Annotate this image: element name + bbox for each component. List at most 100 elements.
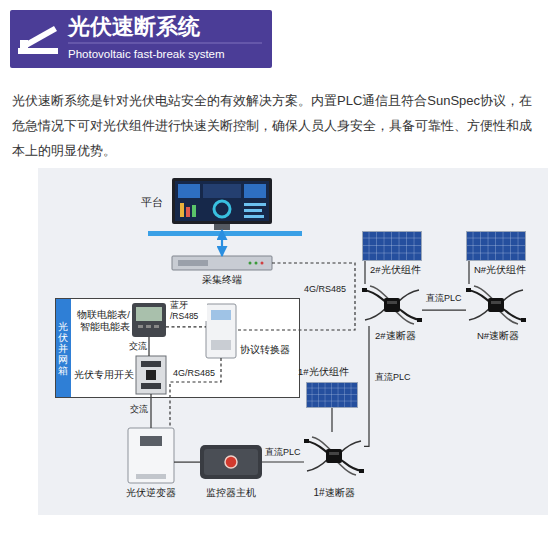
device-node: 平台 — [172, 178, 272, 230]
connector-label: 蓝牙 /RS485 — [169, 300, 207, 321]
screen-bar — [192, 205, 196, 217]
meter-key — [138, 325, 143, 328]
header-divider — [68, 43, 262, 44]
device-node: 采集终端 — [172, 256, 272, 270]
shutdown-device — [466, 286, 526, 324]
inverter-terminal — [136, 474, 166, 479]
intro-paragraph: 光伏速断系统是针对光伏电站安全的有效解决方案。内置PLC通信且符合SunSpec… — [12, 88, 542, 163]
meter-body — [132, 303, 166, 337]
node-label: 采集终端 — [162, 274, 282, 287]
screen-bar — [180, 203, 184, 217]
screen-line — [244, 203, 266, 206]
wire — [468, 261, 469, 284]
subtitle: Photovoltaic fast-break system — [68, 47, 225, 61]
title: 光伏速断系统 — [68, 13, 200, 41]
device-node: 1#速断器 — [304, 432, 364, 480]
wire — [422, 309, 466, 310]
device-node: 物联电能表/ 智能电能表 — [132, 303, 166, 337]
device-node: N#光伏组件 — [466, 231, 526, 261]
device-node: 协议转换器 — [206, 304, 236, 358]
solar-module — [363, 232, 422, 261]
terminal-led — [249, 262, 252, 265]
device-node: 2#光伏组件 — [362, 231, 422, 261]
wire — [148, 337, 149, 356]
meter-key — [146, 325, 151, 328]
shutdown-device — [362, 286, 422, 324]
node-label: 1#速断器 — [294, 487, 374, 500]
terminal-device — [172, 256, 272, 270]
header-banner — [10, 10, 272, 68]
connector-label: 直流PLC — [374, 372, 412, 383]
node-label: N#光伏组件 — [474, 264, 540, 276]
device-node: 监控器主机 — [200, 445, 262, 479]
box-strip — [55, 298, 71, 398]
terminal-panel — [178, 260, 208, 266]
node-label: N#速断器 — [477, 330, 535, 342]
node-label: 物联电能表/ 智能电能表 — [66, 309, 130, 333]
breaker-body — [136, 356, 166, 394]
signal-line — [166, 326, 206, 327]
wire — [174, 462, 200, 463]
breaker-terminal — [141, 361, 161, 367]
wire — [364, 326, 369, 446]
meter-key — [154, 325, 159, 328]
device-node: 光伏逆变器 — [128, 428, 174, 483]
converter-screen — [211, 310, 231, 320]
solar-module — [467, 232, 526, 261]
wire — [221, 230, 223, 256]
host-button — [225, 456, 237, 468]
monitor-screen — [175, 181, 269, 221]
device-node: N#速断器 — [466, 284, 526, 326]
converter-body — [206, 304, 236, 358]
monitor-frame — [172, 178, 272, 224]
screen-gauge — [214, 201, 230, 217]
device-node: 1#光伏组件 — [306, 382, 358, 408]
shutdown-device — [304, 437, 364, 475]
connector-label: 交流 — [129, 404, 149, 415]
wire — [364, 261, 365, 284]
device-node: 光伏专用开关 — [136, 356, 166, 394]
screen-panel — [244, 184, 266, 198]
inverter-body — [128, 428, 174, 483]
connector-label: 4G/RS485 — [172, 368, 216, 379]
terminal-led — [261, 262, 264, 265]
breaker-terminal — [141, 383, 161, 389]
signal-line — [236, 263, 355, 330]
node-label: 监控器主机 — [191, 487, 271, 500]
solar-module — [306, 382, 357, 407]
node-label: 协议转换器 — [240, 344, 298, 356]
screen-line — [244, 209, 262, 212]
node-label: 光伏专用开关 — [72, 369, 134, 381]
screen-bar — [186, 207, 190, 217]
host-body — [200, 445, 262, 479]
screen-panel — [203, 184, 241, 198]
node-label: 2#光伏组件 — [370, 264, 436, 276]
device-node: 2#速断器 — [362, 284, 422, 326]
connector-label: 直流PLC — [425, 293, 463, 304]
node-label: 1#光伏组件 — [298, 366, 364, 378]
monitor-stand — [214, 224, 230, 230]
node-label: 2#速断器 — [375, 330, 433, 342]
connector-label: 直流PLC — [264, 447, 302, 458]
node-label: 光伏逆变器 — [111, 487, 191, 500]
screen-panel — [178, 184, 200, 198]
host-lid — [204, 449, 258, 475]
node-label: 平台 — [141, 196, 169, 210]
wire — [262, 461, 304, 462]
wire — [150, 394, 151, 428]
connector-label: 交流 — [128, 341, 148, 352]
icon-hinge — [20, 40, 28, 48]
connector-label: 4G/RS485 — [303, 284, 347, 295]
screen-line — [244, 215, 264, 218]
wire — [331, 408, 332, 432]
diagram-panel — [38, 168, 548, 515]
meter-screen — [136, 307, 162, 321]
inverter-display — [140, 436, 162, 446]
icon-base — [18, 48, 58, 54]
box-ground — [55, 298, 300, 398]
breaker-handle — [146, 370, 156, 380]
platform-bar — [148, 231, 302, 236]
terminal-led — [255, 262, 258, 265]
converter-terminal — [211, 340, 231, 350]
